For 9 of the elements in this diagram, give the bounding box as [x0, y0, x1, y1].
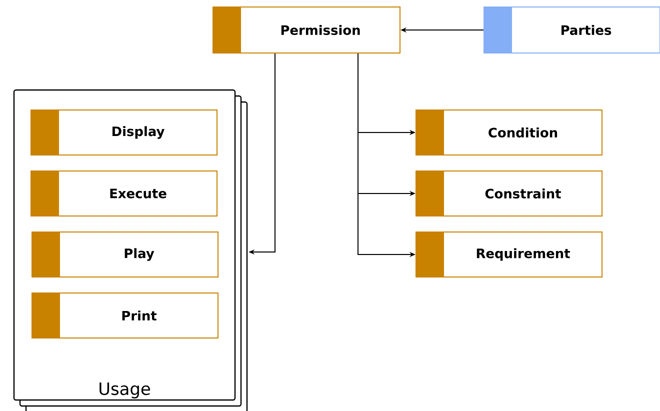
tab-box: Constraint [416, 170, 602, 216]
tab-box: Permission [212, 6, 400, 54]
tab-box: Requirement [416, 232, 602, 278]
tab-box: Display [30, 110, 218, 156]
tab-box: Print [32, 292, 218, 338]
tab-box: Condition [416, 110, 602, 156]
tab-box: Play [32, 232, 218, 278]
tab-box: Parties [484, 6, 660, 54]
tab-box: Execute [30, 170, 218, 216]
